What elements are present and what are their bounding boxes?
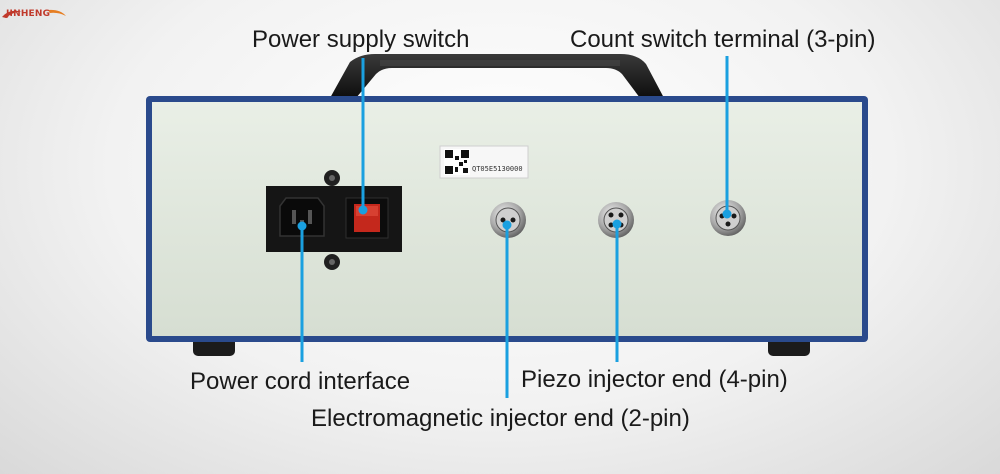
connector-2-pin (490, 202, 526, 238)
carry-handle (330, 54, 664, 98)
brand-logo (0, 6, 70, 20)
leader-piezo-dot (612, 219, 622, 229)
label-power-supply-switch: Power supply switch (252, 26, 470, 53)
leader-electromagnetic-dot (502, 220, 512, 230)
brand-logo-icon (2, 9, 66, 18)
label-power-cord-interface: Power cord interface (190, 368, 411, 395)
leader-power-cord-dot (297, 221, 307, 231)
leader-power-switch-dot (358, 205, 368, 215)
label-electromagnetic-injector-end: Electromagnetic injector end (2-pin) (311, 405, 690, 432)
leader-count-switch-dot (722, 209, 732, 219)
serial-sticker (439, 145, 529, 179)
serial-number-text: QT05E5130000 (472, 165, 523, 173)
brand-logo-text: JINHENG (6, 9, 51, 19)
power-module (266, 170, 402, 270)
label-count-switch-terminal: Count switch terminal (3-pin) (570, 26, 876, 53)
label-piezo-injector-end: Piezo injector end (4-pin) (521, 366, 788, 393)
